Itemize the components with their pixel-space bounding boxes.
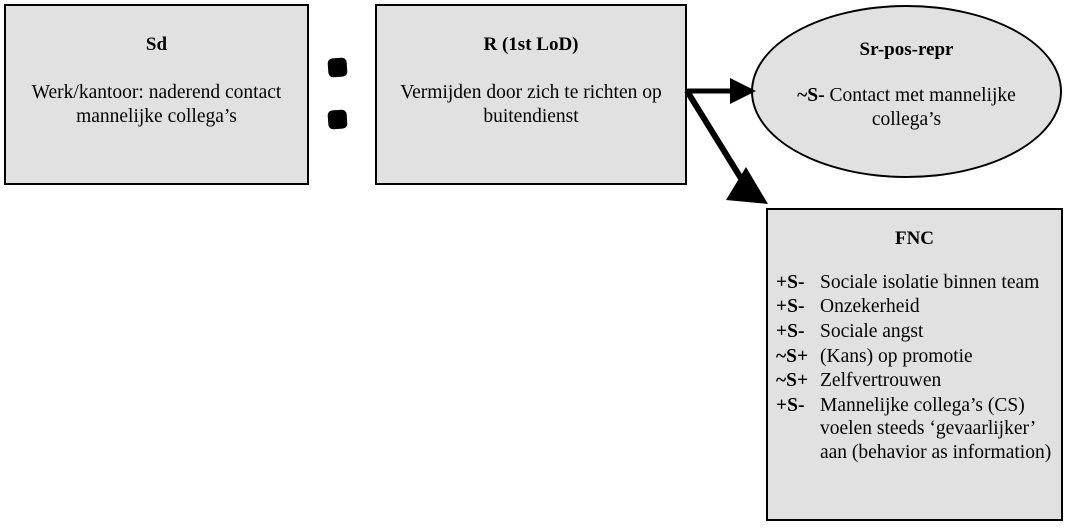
node-sd-title: Sd [145, 34, 168, 55]
fnc-list-item: +S- Sociale angst [776, 320, 1055, 344]
arrow-r-to-sr [687, 78, 756, 104]
fnc-item-text: Sociale isolatie binnen team [820, 271, 1040, 293]
node-fnc-title: FNC [894, 228, 935, 249]
node-sr-title: Sr-pos-repr [859, 39, 954, 60]
fnc-item-text: Mannelijke collega’s (CS) voelen steeds … [820, 394, 1052, 463]
colon-separator [327, 57, 350, 134]
node-fnc[interactable]: FNC +S- Sociale isolatie binnen team +S- On… [766, 208, 1063, 521]
fnc-item-marker: +S- [776, 271, 805, 293]
node-r-title: R (1st LoD) [483, 34, 579, 55]
fnc-list-item: +S- Sociale isolatie binnen team [776, 271, 1055, 295]
node-sr-marker: ~S- [797, 84, 825, 106]
fnc-item-marker: +S- [776, 394, 805, 416]
node-sd[interactable]: Sd Werk/kantoor: naderend contact mannel… [4, 4, 309, 185]
fnc-item-text: Zelfvertrouwen [820, 370, 942, 392]
node-sr-pos-repr[interactable]: Sr-pos-repr ~S- Contact met mannelijke c… [751, 5, 1062, 178]
fnc-item-text: Onzekerheid [820, 296, 920, 318]
fnc-item-marker: ~S+ [776, 345, 809, 367]
fnc-item-marker: +S- [776, 296, 805, 318]
fnc-list-item: +S- Mannelijke collega’s (CS) voelen stee… [776, 394, 1055, 465]
fnc-item-list: +S- Sociale isolatie binnen team +S- Onzeke… [768, 271, 1061, 465]
fnc-list-item: ~S+ (Kans) op promotie [776, 345, 1055, 369]
separator-dot-icon [327, 57, 348, 78]
fnc-item-marker: ~S+ [776, 370, 809, 392]
node-sr-text: Contact met mannelijke collega’s [829, 84, 1016, 131]
fnc-list-item: ~S+ Zelfvertrouwen [776, 369, 1055, 393]
fnc-item-marker: +S- [776, 320, 805, 342]
fnc-list-item: +S- Onzekerheid [776, 295, 1055, 319]
node-sd-body: Werk/kantoor: naderend contact mannelijk… [31, 81, 282, 128]
node-sr-body: ~S- Contact met mannelijke collega’s [753, 84, 1060, 133]
node-r-body: Vermijden door zich te richten op buiten… [400, 81, 662, 128]
node-r[interactable]: R (1st LoD) Vermijden door zich te richt… [375, 4, 687, 185]
fnc-item-text: Sociale angst [820, 320, 924, 342]
separator-dot-icon [327, 109, 348, 130]
fnc-item-text: (Kans) op promotie [820, 345, 973, 367]
